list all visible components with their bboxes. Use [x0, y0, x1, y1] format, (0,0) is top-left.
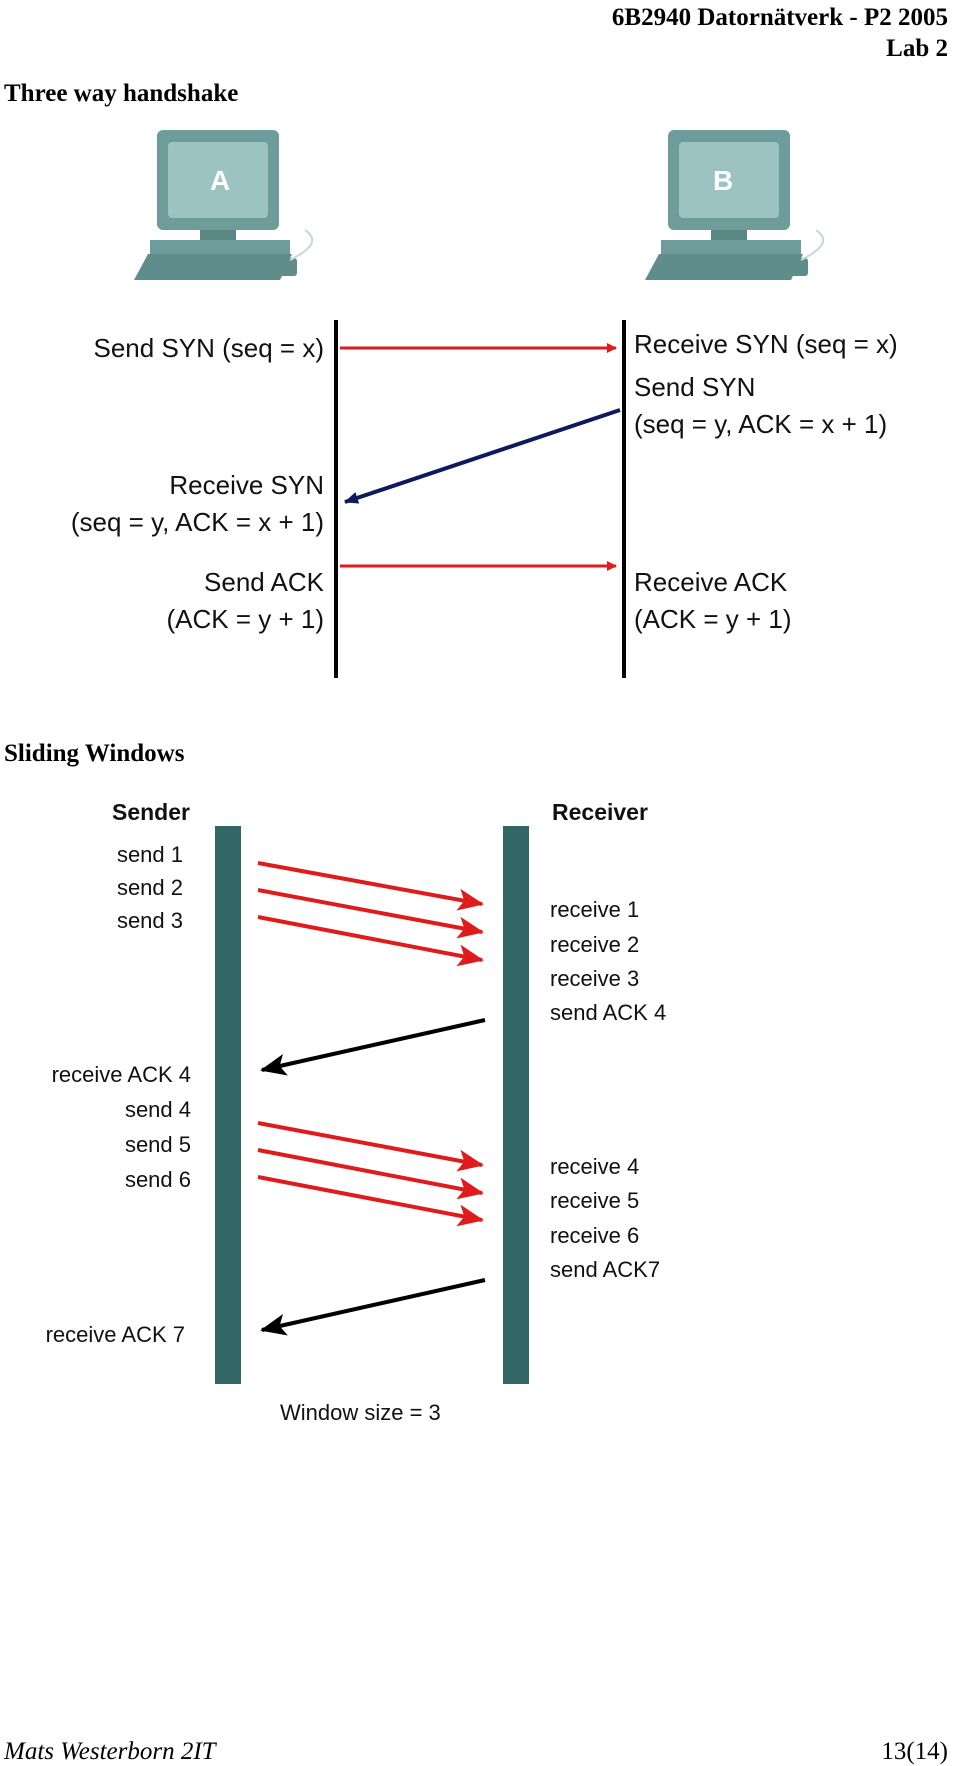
b-label-send-syn: Send SYN — [634, 372, 755, 402]
sender-event: send 5 — [125, 1132, 191, 1157]
receiver-timeline — [503, 826, 529, 1384]
receiver-event: receive 2 — [550, 932, 639, 957]
receiver-event: send ACK 4 — [550, 1000, 666, 1025]
b-label-receive-ack: Receive ACK — [634, 567, 788, 597]
receiver-heading: Receiver — [552, 799, 648, 825]
sender-event: send 3 — [117, 908, 183, 933]
sender-event: receive ACK 4 — [52, 1062, 191, 1087]
host-a-timeline — [334, 320, 338, 678]
ack-arrow-4 — [260, 1018, 486, 1076]
page-number: 13(14) — [881, 1738, 948, 1765]
a-label-send-ack-detail: (ACK = y + 1) — [167, 604, 325, 634]
b-label-receive-ack-detail: (ACK = y + 1) — [634, 604, 792, 634]
b-label-send-syn-detail: (seq = y, ACK = x + 1) — [634, 409, 887, 439]
section-title-sliding-windows: Sliding Windows — [4, 740, 185, 767]
section-title-handshake: Three way handshake — [4, 80, 239, 107]
sliding-windows-diagram: Sender Receiver send 1 send 2 send 3 rec… — [46, 799, 667, 1425]
ack-arrow-7 — [260, 1278, 486, 1336]
syn-ack-arrow — [344, 408, 621, 504]
data-arrow-5 — [257, 1148, 484, 1200]
sender-event: send 4 — [125, 1097, 191, 1122]
data-arrow-2 — [257, 888, 484, 939]
data-arrow-4 — [257, 1121, 484, 1172]
window-size-label: Window size = 3 — [280, 1400, 441, 1425]
sender-event: send 1 — [117, 842, 183, 867]
receiver-event: receive 3 — [550, 966, 639, 991]
a-label-send-ack: Send ACK — [204, 567, 325, 597]
sender-event: send 2 — [117, 875, 183, 900]
footer-author: Mats Westerborn 2IT — [4, 1738, 216, 1765]
course-title: 6B2940 Datornätverk - P2 2005 — [611, 4, 948, 31]
lab-label: Lab 2 — [886, 35, 948, 62]
receiver-event: receive 4 — [550, 1154, 639, 1179]
sender-event: send 6 — [125, 1167, 191, 1192]
data-arrow-1 — [257, 861, 484, 911]
page-footer: Mats Westerborn 2IT 13(14) — [0, 1738, 948, 1766]
sender-timeline — [215, 826, 241, 1384]
a-label-send-syn: Send SYN (seq = x) — [94, 333, 325, 363]
handshake-diagram: A B Send SYN (seq = x) Receive SYN (seq … — [71, 130, 898, 678]
computer-a-icon: A — [134, 130, 314, 280]
sender-heading: Sender — [112, 799, 190, 825]
sender-event: receive ACK 7 — [46, 1322, 185, 1347]
computer-a-label: A — [210, 165, 230, 196]
a-label-receive-syn-detail: (seq = y, ACK = x + 1) — [71, 507, 324, 537]
receiver-event: receive 5 — [550, 1188, 639, 1213]
data-arrow-6 — [257, 1175, 484, 1227]
host-b-timeline — [622, 320, 626, 678]
receiver-event: send ACK7 — [550, 1257, 660, 1282]
computer-b-label: B — [713, 165, 733, 196]
b-label-receive-syn: Receive SYN (seq = x) — [634, 329, 898, 359]
computer-b-icon: B — [645, 130, 825, 280]
page-header: 6B2940 Datornätverk - P2 2005 Lab 2 — [612, 2, 948, 64]
receiver-event: receive 1 — [550, 897, 639, 922]
a-label-receive-syn: Receive SYN — [169, 470, 324, 500]
receiver-event: receive 6 — [550, 1223, 639, 1248]
data-arrow-3 — [257, 915, 484, 967]
